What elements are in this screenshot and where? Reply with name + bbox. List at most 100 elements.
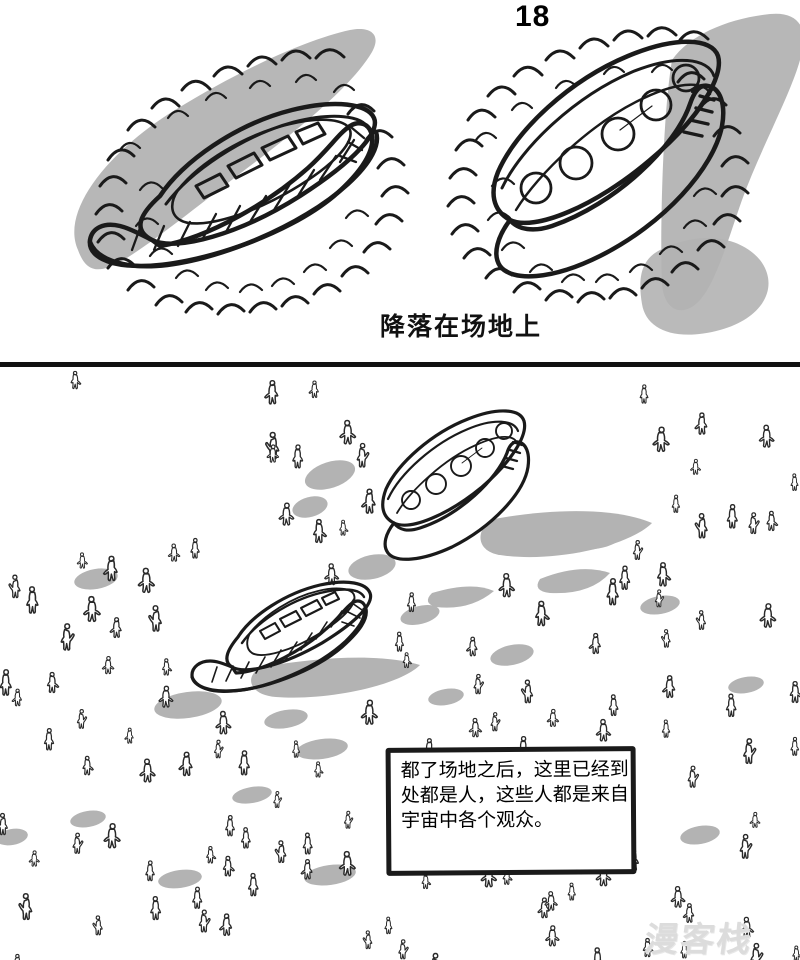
- crowd-person: [102, 555, 118, 582]
- crowd-person: [198, 909, 211, 933]
- crowd-person: [222, 855, 235, 877]
- watermark: 漫客栈: [641, 920, 756, 960]
- ground-shadows: [0, 460, 764, 889]
- crowd-person: [274, 840, 287, 864]
- speech-bubble: 都了场地之后，这里已经到处都是人，这些人都是来自宇宙中各个观众。: [385, 746, 637, 876]
- crowd-person: [92, 915, 103, 936]
- speech-bubble-text: 都了场地之后，这里已经到处都是人，这些人都是来自宇宙中各个观众。: [400, 758, 629, 832]
- crowd-person: [758, 424, 775, 448]
- crowd-person: [343, 810, 354, 829]
- crowd-person: [240, 827, 251, 849]
- crowd-person: [8, 574, 21, 599]
- crowd-person: [0, 812, 8, 836]
- crowd-person: [150, 896, 162, 921]
- crowd-person: [225, 815, 235, 837]
- crowd-person: [266, 444, 280, 463]
- dust-cloud-left: [94, 48, 410, 316]
- crowd-person: [339, 519, 349, 536]
- crowd-person: [468, 717, 483, 738]
- crowd-person: [137, 567, 156, 594]
- crowd-person: [431, 952, 439, 960]
- crowd-person: [743, 738, 757, 765]
- ufo-saucer-ground-right: [381, 409, 531, 561]
- crowd-person: [60, 623, 75, 651]
- crowd-person: [652, 426, 670, 453]
- crowd-person: [750, 942, 764, 960]
- crowd-person: [26, 586, 39, 614]
- crowd-person: [687, 765, 700, 788]
- crowd-person: [265, 431, 280, 460]
- crowd-person: [593, 947, 602, 960]
- crowd-person: [661, 675, 676, 699]
- crowd-person: [789, 680, 800, 704]
- crowd-person: [238, 750, 250, 776]
- crowd-person: [490, 712, 501, 732]
- crowd-person: [192, 886, 203, 909]
- crowd-person: [690, 458, 702, 475]
- crowd-person: [656, 562, 672, 587]
- crowd-person: [406, 592, 416, 613]
- crowd-person: [103, 823, 121, 849]
- crowd-person: [725, 693, 737, 718]
- crowd-person: [595, 718, 612, 742]
- crowd-person: [534, 600, 550, 627]
- crowd-person: [76, 709, 88, 729]
- crowd-person: [398, 939, 409, 960]
- page-number: 18: [515, 0, 551, 33]
- crowd-person: [167, 543, 181, 562]
- crowd-person: [619, 565, 631, 590]
- crowd-person: [546, 708, 560, 727]
- crowd-person: [360, 699, 379, 725]
- crowd-person: [362, 930, 373, 950]
- crowd-person: [360, 488, 376, 514]
- crowd-person: [109, 617, 122, 639]
- ufo-saucer-left: [87, 101, 380, 269]
- crowd-person: [278, 502, 295, 526]
- crowd-person: [739, 833, 753, 859]
- crowd-person: [162, 658, 173, 676]
- crowd-person: [178, 751, 193, 777]
- crowd-person: [46, 671, 60, 694]
- crowd-person: [28, 850, 40, 867]
- crowd-person: [101, 655, 115, 675]
- crowd-person: [43, 727, 55, 751]
- crowd-person: [606, 577, 619, 606]
- crowd-person: [273, 791, 283, 809]
- crowd-person: [466, 636, 478, 657]
- crowd-person: [790, 736, 800, 756]
- crowd-person: [792, 945, 800, 960]
- crowd-person: [70, 370, 82, 390]
- crowd-person: [124, 727, 134, 744]
- crowd-person: [292, 444, 304, 469]
- crowd-person: [339, 419, 357, 445]
- crowd-person: [18, 892, 33, 921]
- crowd-person: [76, 552, 88, 569]
- crowd-person: [213, 739, 224, 759]
- crowd-person: [148, 605, 162, 632]
- crowd-person: [726, 504, 738, 529]
- crowd-person: [394, 631, 405, 652]
- crowd-person: [312, 518, 328, 544]
- crowd-person: [14, 953, 20, 960]
- crowd-person: [324, 563, 340, 586]
- crowd-person: [695, 610, 707, 630]
- crowd-person: [671, 494, 681, 513]
- crowd-person: [145, 860, 155, 882]
- crowd-person: [215, 710, 232, 735]
- crowd-person: [537, 897, 550, 919]
- crowd-person: [82, 755, 94, 776]
- crowd-person: [300, 858, 313, 880]
- crowd-person: [660, 629, 671, 648]
- crowd-person: [632, 540, 644, 561]
- crowd-person: [588, 632, 601, 655]
- crowd-person: [608, 694, 619, 717]
- dust-cloud-right: [446, 26, 750, 304]
- crowd-person: [661, 719, 671, 738]
- crowd-person: [308, 380, 319, 399]
- crowd-person: [790, 473, 799, 491]
- crowd-person: [264, 379, 279, 405]
- crowd-person: [218, 913, 233, 937]
- crowd-person: [292, 740, 301, 758]
- crowd-person: [748, 512, 760, 535]
- panel-divider: [0, 362, 800, 367]
